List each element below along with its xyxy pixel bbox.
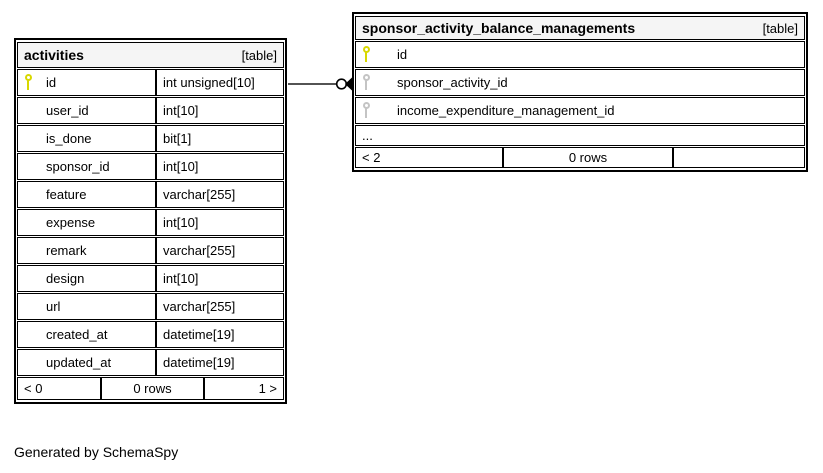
column-name: created_at	[46, 327, 108, 342]
column-name: design	[46, 271, 85, 286]
column-name: income_expenditure_management_id	[397, 103, 615, 118]
column-type: int[10]	[156, 209, 284, 236]
column-row[interactable]: user_id int[10]	[17, 97, 284, 124]
column-type: int[10]	[156, 153, 284, 180]
column-name: feature	[46, 187, 87, 202]
column-type: int[10]	[156, 97, 284, 124]
table-tag: [table]	[241, 47, 277, 63]
column-name: is_done	[46, 131, 92, 146]
footer-left-degree: < 2	[355, 147, 503, 168]
table-body: id int unsigned[10] user_id int[10] is_done b…	[16, 69, 285, 376]
column-name: sponsor_activity_id	[397, 75, 508, 90]
column-row[interactable]: income_expenditure_management_id	[355, 97, 805, 124]
column-type: int unsigned[10]	[156, 69, 284, 96]
column-row[interactable]: is_done bit[1]	[17, 125, 284, 152]
column-row[interactable]: created_at datetime[19]	[17, 321, 284, 348]
table-tag: [table]	[762, 20, 798, 36]
table-header[interactable]: sponsor_activity_balance_managements [ta…	[355, 16, 805, 40]
column-type: varchar[255]	[156, 237, 284, 264]
column-row[interactable]: updated_at datetime[19]	[17, 349, 284, 376]
foreign-key-icon	[362, 102, 371, 119]
column-type: varchar[255]	[156, 293, 284, 320]
footer-right-degree: 1 >	[204, 377, 284, 400]
column-type: datetime[19]	[156, 321, 284, 348]
table-footer: < 2 0 rows	[355, 147, 805, 168]
column-row[interactable]: sponsor_id int[10]	[17, 153, 284, 180]
column-name: sponsor_id	[46, 159, 110, 174]
column-name: updated_at	[46, 355, 112, 370]
column-row[interactable]: sponsor_activity_id	[355, 69, 805, 96]
column-type: varchar[255]	[156, 181, 284, 208]
hidden-columns-row: ...	[355, 125, 805, 146]
column-name: id	[397, 47, 408, 62]
table-footer: < 0 0 rows 1 >	[17, 377, 284, 400]
column-row[interactable]: design int[10]	[17, 265, 284, 292]
footer-left-degree: < 0	[17, 377, 101, 400]
table-header[interactable]: activities [table]	[17, 42, 284, 68]
column-name: url	[46, 299, 61, 314]
footer-row-count: 0 rows	[503, 147, 673, 168]
column-name: ...	[362, 128, 373, 143]
column-name: id	[46, 75, 57, 90]
footer-row-count: 0 rows	[101, 377, 204, 400]
column-type: bit[1]	[156, 125, 284, 152]
generated-by-label: Generated by SchemaSpy	[14, 444, 179, 460]
column-row[interactable]: remark varchar[255]	[17, 237, 284, 264]
column-row[interactable]: id int unsigned[10]	[17, 69, 284, 96]
column-name: remark	[46, 243, 87, 258]
table-title[interactable]: sponsor_activity_balance_managements	[362, 20, 636, 36]
table-body: id sponsor_activity_id income_expenditure_…	[354, 41, 806, 146]
table-title[interactable]: activities	[24, 47, 84, 63]
column-type: datetime[19]	[156, 349, 284, 376]
column-row[interactable]: id	[355, 41, 805, 68]
column-name: user_id	[46, 103, 89, 118]
footer-right-degree	[673, 147, 805, 168]
foreign-key-icon	[362, 74, 371, 91]
connector-arrowhead-icon	[345, 77, 352, 91]
column-row[interactable]: expense int[10]	[17, 209, 284, 236]
connector-circle-icon	[335, 78, 348, 90]
sponsor-activity-balance-managements-table: sponsor_activity_balance_managements [ta…	[352, 12, 808, 172]
column-type: int[10]	[156, 265, 284, 292]
column-row[interactable]: feature varchar[255]	[17, 181, 284, 208]
column-row[interactable]: url varchar[255]	[17, 293, 284, 320]
primary-key-icon	[24, 74, 33, 91]
primary-key-icon	[362, 46, 371, 63]
column-name: expense	[46, 215, 96, 230]
